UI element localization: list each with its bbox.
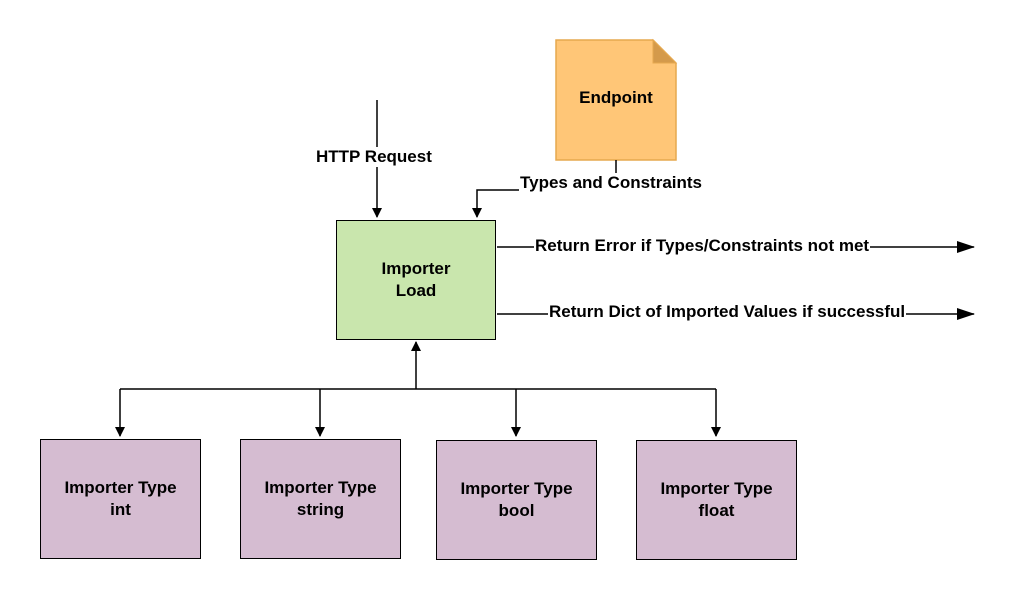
- importer-type-string-node: Importer Type string: [240, 439, 401, 559]
- http-request-label: HTTP Request: [315, 147, 433, 167]
- importer-type-string-line1: Importer Type: [264, 478, 377, 497]
- return-error-label: Return Error if Types/Constraints not me…: [534, 236, 871, 256]
- importer-type-float-line2: float: [698, 501, 735, 520]
- importer-type-bool-node: Importer Type bool: [436, 440, 597, 560]
- endpoint-label: Endpoint: [579, 88, 653, 107]
- endpoint-fold-corner: [652, 38, 678, 64]
- importer-load-node: Importer Load: [336, 220, 496, 340]
- importer-load-line2: Load: [395, 281, 437, 300]
- importer-type-int-line2: int: [110, 500, 131, 519]
- return-dict-label: Return Dict of Imported Values if succes…: [548, 302, 907, 322]
- importer-type-int-node: Importer Type int: [40, 439, 201, 559]
- importer-type-bool-line2: bool: [498, 501, 535, 520]
- importer-type-int-line1: Importer Type: [64, 478, 177, 497]
- endpoint-document-shape: [555, 39, 677, 161]
- importer-type-float-line1: Importer Type: [660, 479, 773, 498]
- importer-load-line1: Importer: [381, 259, 451, 278]
- importer-type-float-node: Importer Type float: [636, 440, 797, 560]
- types-constraints-label: Types and Constraints: [519, 173, 703, 193]
- importer-type-bool-line1: Importer Type: [460, 479, 573, 498]
- importer-type-string-line2: string: [296, 500, 345, 519]
- endpoint-node: Endpoint: [556, 40, 676, 160]
